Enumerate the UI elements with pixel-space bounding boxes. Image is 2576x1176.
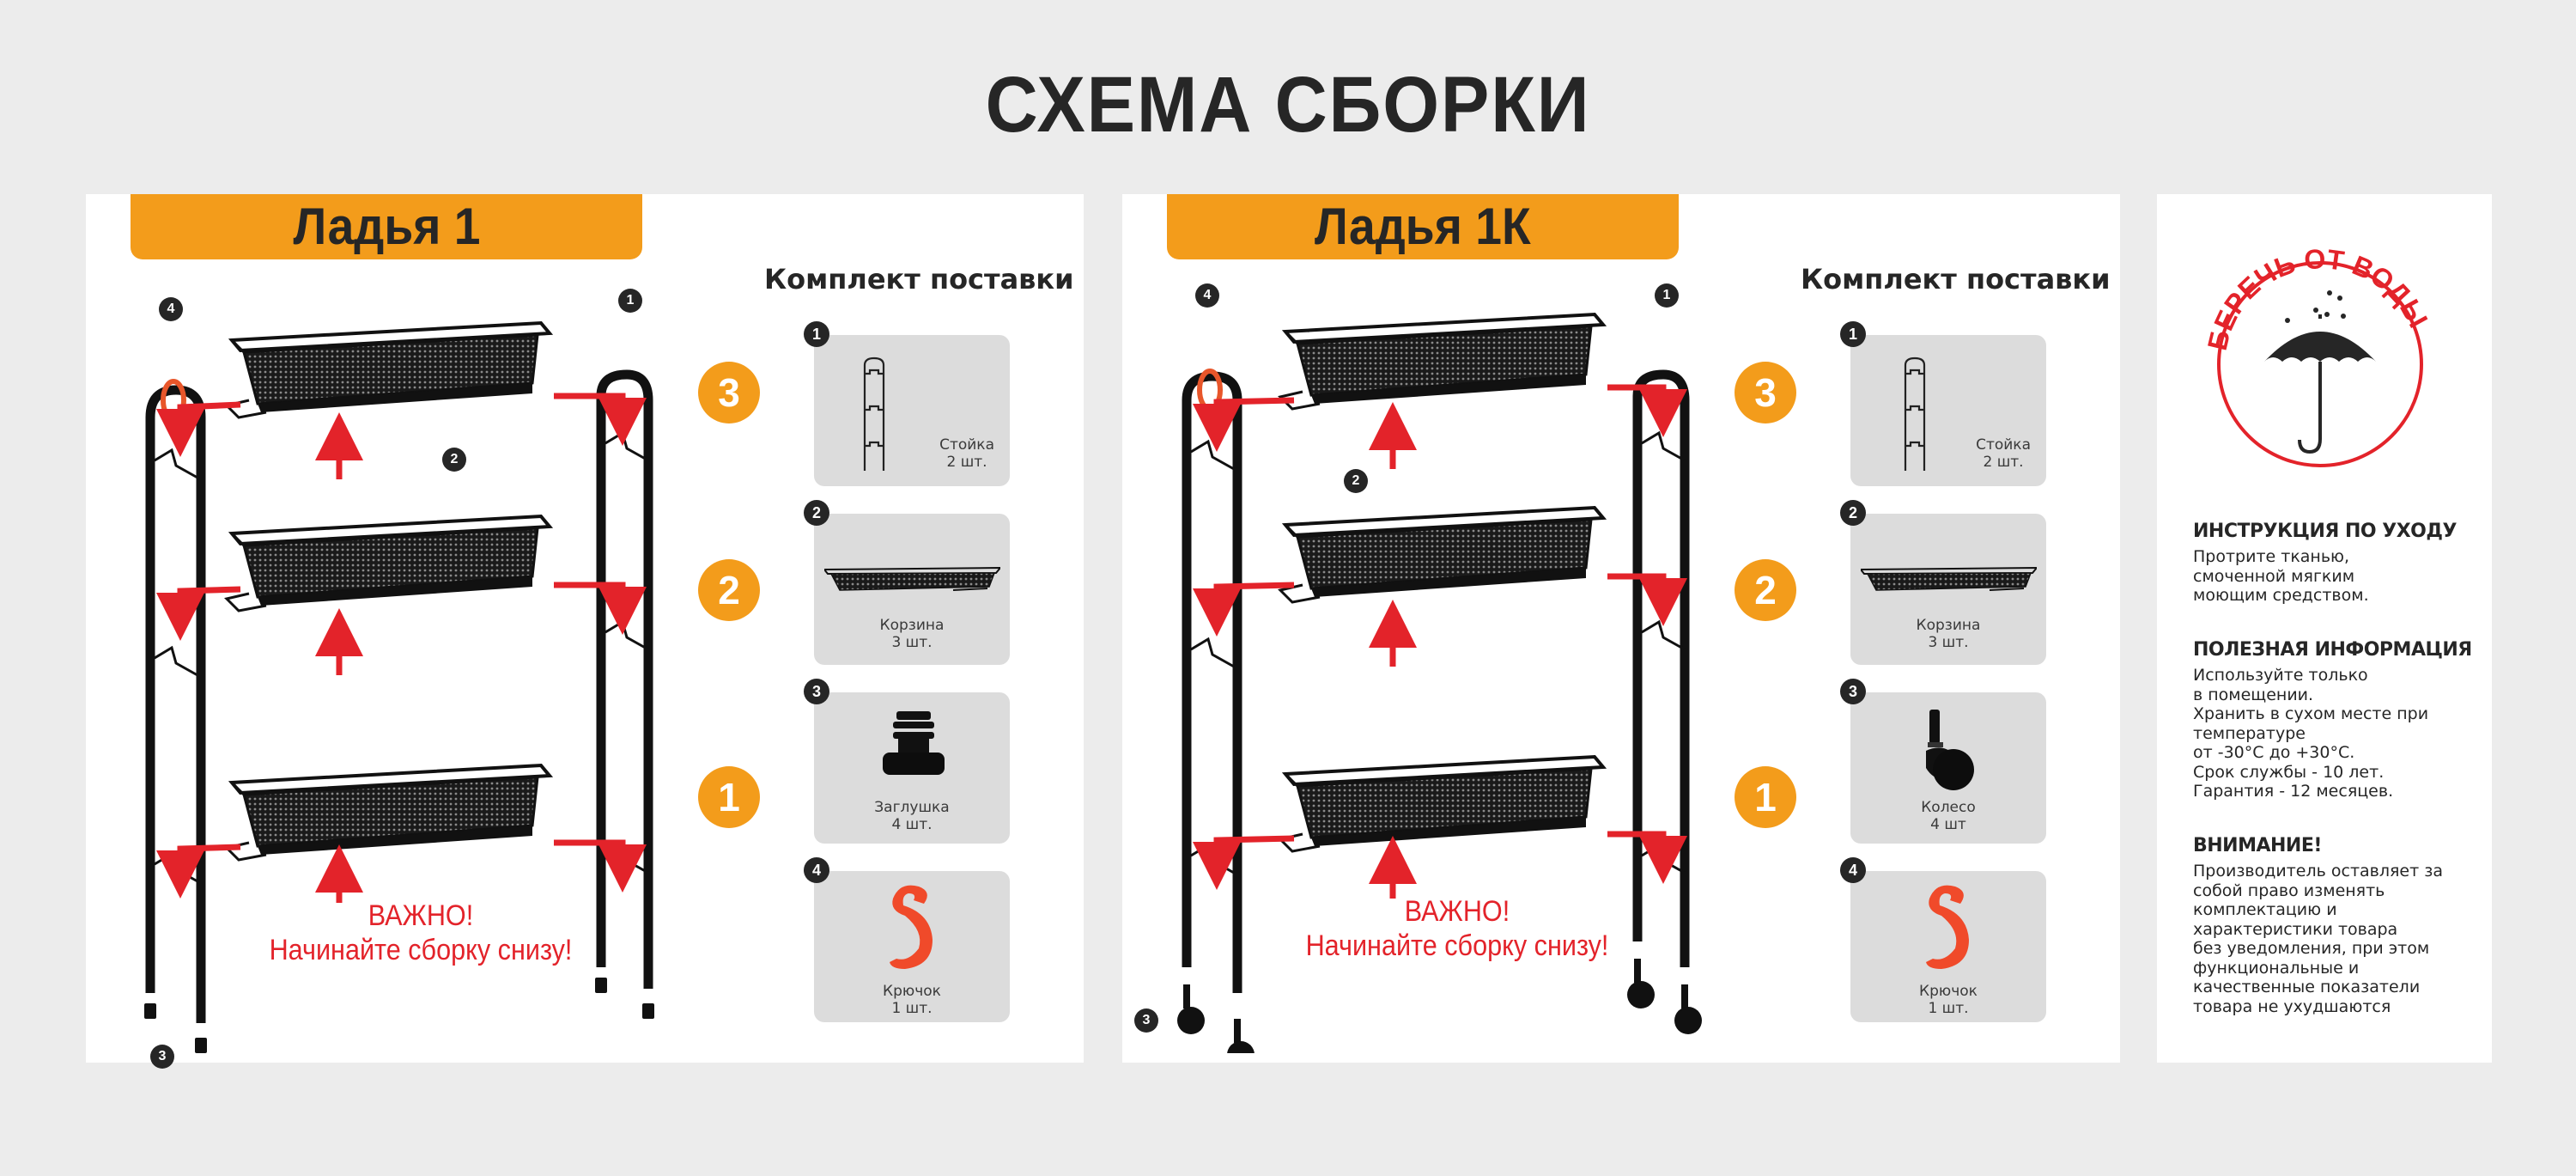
hook-icon [1926, 885, 1969, 969]
warning-subtitle: Начинайте сборку снизу! [1305, 929, 1609, 962]
callout-4: 4 [159, 297, 183, 321]
warning-text: ВАЖНО! Начинайте сборку снизу! [1303, 894, 1612, 963]
warning-text: ВАЖНО! Начинайте сборку снизу! [266, 899, 575, 967]
callout-3: 3 [150, 1045, 174, 1069]
callout-2: 2 [1344, 469, 1368, 493]
section-text: Используйте только в помещении. Хранить … [2193, 666, 2429, 801]
panel-ladya-1k: Ладья 1К [1122, 194, 2120, 1069]
kit-title: Комплект поставки [764, 263, 1074, 296]
kit-number: 4 [1840, 857, 1866, 883]
umbrella-rain-icon [2264, 290, 2376, 454]
step-badge-2: 2 [1735, 559, 1796, 621]
page-title: СХЕМА СБОРКИ [985, 61, 1591, 149]
model-tab: Ладья 1К [1167, 194, 1679, 259]
section-heading: ПОЛЕЗНАЯ ИНФОРМАЦИЯ [2193, 639, 2472, 661]
section-text: Протрите тканью, смоченной мягким моющим… [2193, 547, 2369, 605]
kit-number: 2 [1840, 500, 1866, 526]
care-info-panel: БЕРЕЧЬ ОТ ВОДЫ ИНСТРУКЦИЯ ПО УХОДУ Протр… [2157, 194, 2492, 1063]
leg-cap-icon [883, 711, 945, 775]
kit-number: 1 [1840, 321, 1866, 347]
step-badge-3: 3 [698, 362, 760, 423]
rack-exploded-view [144, 321, 654, 1053]
step-badge-3: 3 [1735, 362, 1796, 423]
kit-number: 1 [804, 321, 829, 347]
useful-info: ПОЛЕЗНАЯ ИНФОРМАЦИЯ Используйте только в… [2193, 639, 2476, 801]
mesh-basket-icon [824, 566, 1000, 591]
keep-dry-badge: БЕРЕЧЬ ОТ ВОДЫ [2202, 243, 2434, 467]
kit-number: 2 [804, 500, 829, 526]
model-tab: Ладья 1 [131, 194, 642, 259]
callout-3: 3 [1134, 1008, 1158, 1033]
step-badge-1: 1 [698, 766, 760, 828]
model-name: Ладья 1 [292, 198, 481, 255]
attention-notice: ВНИМАНИЕ! Производитель оставляет за соб… [2193, 835, 2476, 1016]
step-badge-2: 2 [698, 559, 760, 621]
care-instructions: ИНСТРУКЦИЯ ПО УХОДУ Протрите тканью, смо… [2193, 521, 2476, 606]
kit-number: 3 [804, 679, 829, 704]
callout-4: 4 [1195, 283, 1219, 308]
rack-post-icon [1904, 356, 1926, 471]
model-name: Ладья 1К [1315, 198, 1531, 255]
warning-subtitle: Начинайте сборку снизу! [269, 934, 573, 966]
section-heading: ИНСТРУКЦИЯ ПО УХОДУ [2193, 521, 2457, 542]
warning-title: ВАЖНО! [368, 899, 474, 932]
callout-2: 2 [442, 448, 466, 472]
panel-ladya-1: Ладья 1 [86, 194, 1084, 1069]
kit-number: 3 [1840, 679, 1866, 704]
hook-icon [890, 885, 933, 969]
section-heading: ВНИМАНИЕ! [2193, 835, 2322, 856]
kit-title: Комплект поставки [1801, 263, 2111, 296]
rack-post-icon [863, 356, 885, 471]
step-badge-1: 1 [1735, 766, 1796, 828]
kit-number: 4 [804, 857, 829, 883]
assembly-diagram: 4 1 2 3 [112, 289, 713, 1069]
mesh-basket-icon [1861, 566, 2037, 591]
callout-1: 1 [1655, 283, 1679, 308]
warning-title: ВАЖНО! [1404, 895, 1510, 928]
section-text: Производитель оставляет за собой право и… [2193, 862, 2443, 1016]
caster-wheel-icon [1926, 710, 1974, 790]
callout-1: 1 [618, 289, 642, 313]
